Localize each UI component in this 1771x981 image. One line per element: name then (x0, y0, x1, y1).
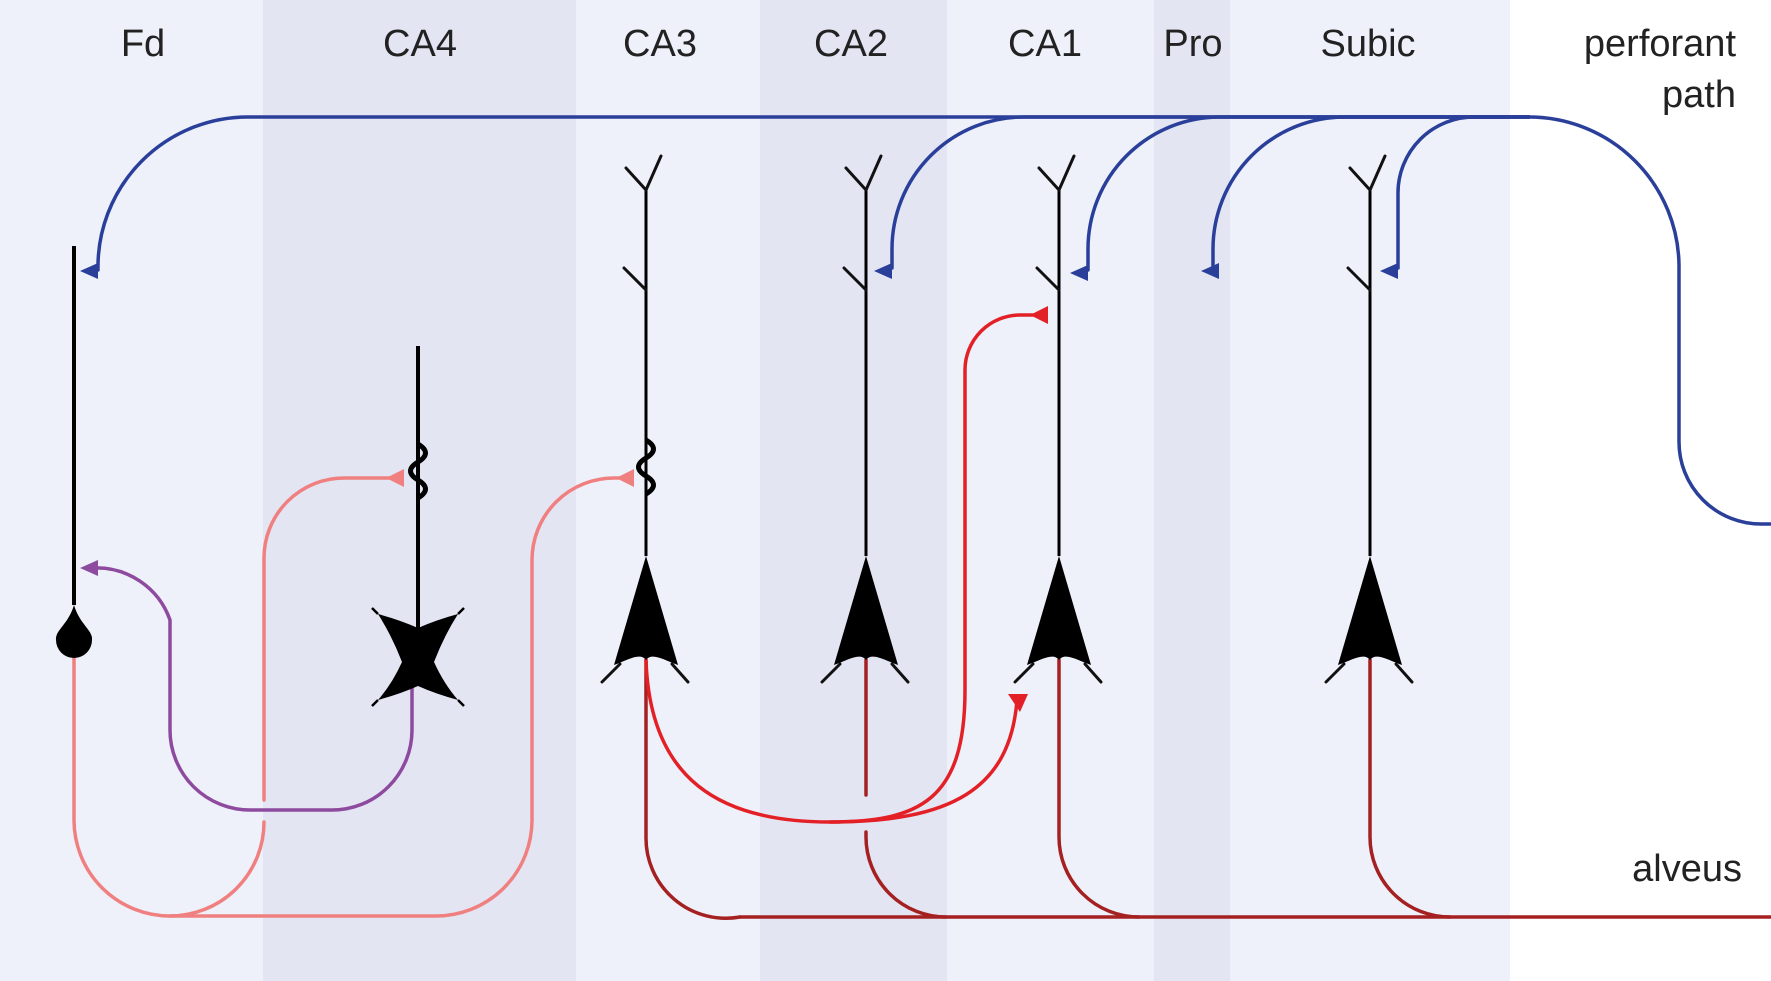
band-ca2 (760, 0, 947, 981)
mossy-cell-axon (90, 566, 414, 812)
granule-axon-loop (72, 476, 626, 918)
x-shaped-soma-icon (378, 614, 458, 700)
dendritic-spines-ca4 (408, 441, 428, 501)
label-ca4: CA4 (383, 23, 457, 65)
ca2-basal-dendrites (820, 662, 910, 684)
region-labels: Fd CA4 CA3 CA2 CA1 Pro Subic perforant p… (121, 23, 1742, 890)
dentate-feedback-pathway (90, 566, 414, 812)
label-pro: Pro (1163, 23, 1222, 65)
label-ca3: CA3 (623, 23, 697, 65)
synapse-arrowheads (80, 263, 1398, 712)
label-ca1: CA1 (1008, 23, 1082, 65)
synapse-icon-ca1-schaffer-bottom (1008, 694, 1028, 712)
dendritic-spines-ca3 (636, 437, 656, 497)
band-pro (1154, 0, 1230, 981)
synapse-icon-ca1-perforant (1070, 265, 1088, 281)
perforant-branch-pro (1211, 115, 1531, 270)
label-subic: Subic (1320, 23, 1415, 65)
band-ca3 (576, 0, 760, 981)
ca2-axon-to-alveus (864, 830, 948, 919)
synapse-icon-ca3-mossy (616, 469, 634, 487)
subic-basal-dendrites (1324, 662, 1414, 684)
ca1-basal-dendrites (1013, 662, 1103, 684)
neurons (55, 154, 1414, 707)
perforant-branch-ca1 (1086, 115, 1531, 272)
mossy-collateral-ca4 (168, 820, 266, 918)
pyramidal-cell-ca2 (820, 154, 910, 684)
perforant-branch-ca2 (890, 115, 1531, 270)
ca3-basal-dendrites (600, 662, 690, 684)
perforant-main (96, 115, 1771, 526)
mossy-cell (371, 346, 465, 707)
band-fd (0, 0, 263, 981)
ca1-dendrite-branches (1035, 154, 1076, 292)
synapse-icon-subic-perforant (1380, 263, 1398, 279)
mossy-cell-spikes (371, 607, 465, 707)
alveus-output-pathway (644, 658, 1771, 920)
schaffer-collateral-pathway (644, 313, 1036, 824)
ca3-dendrite-branches (622, 154, 663, 292)
label-path: path (1662, 74, 1736, 116)
synapse-icon-pro-perforant (1201, 263, 1219, 279)
ca1-axon-to-alveus (1057, 658, 1141, 919)
mossy-fiber-to-ca4 (262, 476, 398, 802)
triangle-soma-icon-ca3 (614, 556, 678, 665)
synapse-icon-ca2-perforant (874, 263, 892, 279)
perforant-path (96, 115, 1771, 526)
ca2-dendrite-branches (842, 154, 883, 292)
pyramidal-cell-ca3 (600, 154, 690, 684)
schaffer-loop (828, 313, 1036, 824)
subic-dendrite-branches (1346, 154, 1387, 292)
label-perforant: perforant (1584, 23, 1737, 65)
ca3-axon-to-alveus (644, 658, 742, 920)
triangle-soma-icon-ca1 (1027, 556, 1091, 665)
triangle-soma-icon-subic (1338, 556, 1402, 665)
teardrop-soma-icon (55, 605, 93, 658)
triangle-soma-icon-ca2 (834, 556, 898, 665)
band-ca1 (947, 0, 1154, 981)
synapse-icon-granule-feedback (80, 560, 98, 576)
subic-axon-to-alveus (1368, 658, 1452, 919)
label-fd: Fd (121, 23, 165, 65)
perforant-branch-subic (1396, 115, 1531, 270)
pyramidal-cell-ca1 (1013, 154, 1103, 684)
pyramidal-cell-subic (1324, 154, 1414, 684)
synapse-icon-ca4-mossy (386, 469, 404, 487)
granule-cell (55, 246, 93, 658)
mossy-fiber-pathway (72, 476, 626, 918)
synapse-icon-ca1-schaffer-top (1030, 306, 1048, 324)
synapse-icon-granule-perforant (80, 263, 98, 279)
label-alveus: alveus (1632, 848, 1742, 890)
region-bands (0, 0, 1510, 981)
label-ca2: CA2 (814, 23, 888, 65)
